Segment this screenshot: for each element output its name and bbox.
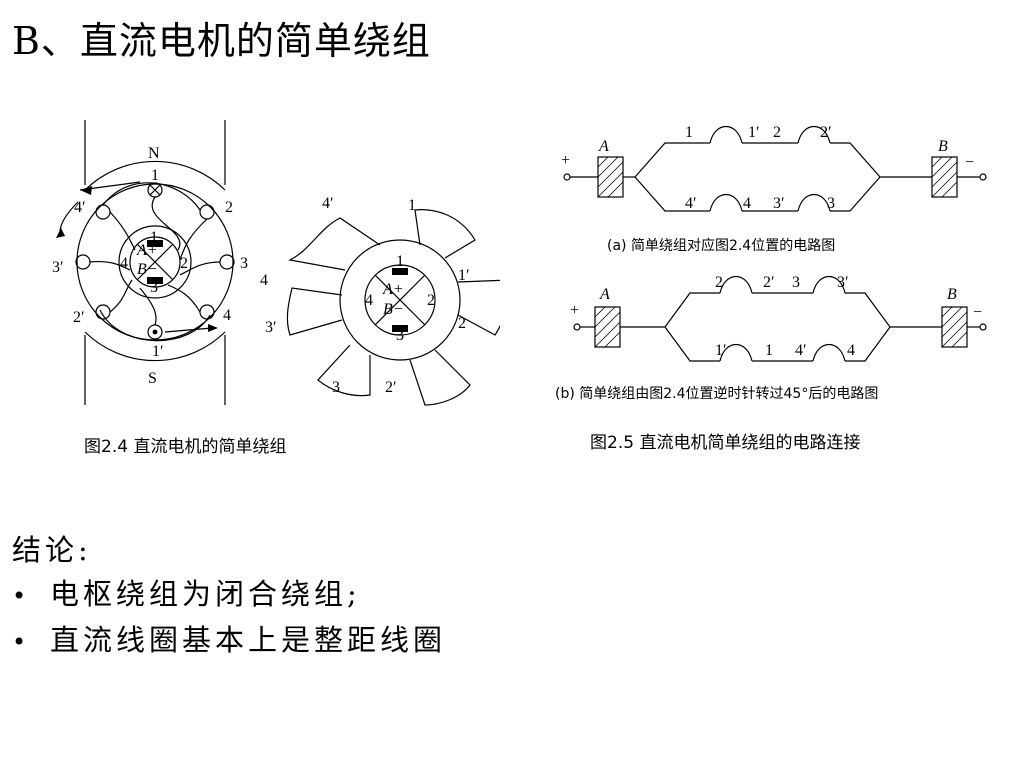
bullet-mark: • — [12, 628, 31, 656]
conclusion-item: • 直流线圈基本上是整距线圈 — [12, 618, 446, 664]
coil-label: 4′ — [795, 342, 807, 359]
coil-label: 1 — [685, 124, 693, 141]
segment-label: 4 — [120, 255, 128, 272]
minus-terminal-label: − — [973, 304, 982, 321]
coil-label: 3 — [332, 379, 340, 396]
winding-diagram: N S 1 2 3 4 4′ 3′ 2′ 1′ A+ B− 1 2 3 4 1 … — [52, 120, 500, 406]
coil-label: 1 — [408, 197, 416, 214]
figure-caption-right: 图2.5 直流电机简单绕组的电路连接 — [590, 433, 861, 453]
subcaption-b: (b) 简单绕组由图2.4位置逆时针转过45°后的电路图 — [555, 385, 878, 402]
brush-a-label: A — [598, 138, 609, 155]
coil-label: 4 — [260, 272, 268, 289]
coil-label: 3′ — [837, 274, 849, 291]
coil-label: 1 — [151, 167, 159, 184]
conclusion-item-text: 电枢绕组为闭合绕组; — [50, 577, 361, 611]
segment-label: 1 — [396, 253, 404, 270]
minus-terminal-label: − — [965, 154, 974, 171]
figure-simple-winding: N S 1 2 3 4 4′ 3′ 2′ 1′ A+ B− 1 2 3 4 1 … — [40, 110, 500, 415]
brush-a-label: A — [599, 286, 610, 303]
coil-label: 2′ — [73, 309, 85, 326]
coil-label: 3 — [240, 255, 248, 272]
segment-label: 3 — [396, 327, 404, 344]
coil-label: 2 — [458, 315, 466, 332]
plus-terminal-label: + — [561, 152, 570, 169]
coil-label: 2′ — [763, 274, 775, 291]
coil-label: 4 — [223, 307, 231, 324]
conclusion-item-text: 直流线圈基本上是整距线圈 — [50, 623, 447, 657]
circuit-diagram: + A B − 1 1′ 2 2′ 4′ 4 3′ 3 (a) 简单绕组对应图2… — [555, 124, 987, 402]
coil-label: 1 — [765, 342, 773, 359]
label-north-pole: N — [148, 145, 160, 162]
segment-label: 1 — [150, 229, 158, 246]
coil-label: 1′ — [715, 342, 727, 359]
coil-label: 1′ — [748, 124, 760, 141]
figure-caption-left: 图2.4 直流电机的简单绕组 — [84, 437, 287, 457]
coil-label: 2 — [225, 199, 233, 216]
coil-label: 4′ — [74, 199, 86, 216]
coil-label: 3 — [792, 274, 800, 291]
coil-label: 4 — [847, 342, 855, 359]
coil-label: 1′ — [152, 343, 164, 360]
segment-label: 3 — [150, 279, 158, 296]
bullet-mark: • — [12, 582, 31, 610]
subcaption-a: (a) 简单绕组对应图2.4位置的电路图 — [607, 237, 835, 254]
brush-b-label: B — [947, 286, 957, 303]
coil-label: 3′ — [52, 259, 64, 276]
coil-label: 3′ — [265, 319, 277, 336]
segment-label: 2 — [180, 255, 188, 272]
coil-label: 3 — [827, 195, 835, 212]
figure-circuit-connection: + A B − 1 1′ 2 2′ 4′ 4 3′ 3 (a) 简单绕组对应图2… — [555, 115, 1015, 410]
brush-b-label: B− — [383, 301, 404, 318]
coil-label: 4 — [743, 195, 751, 212]
segment-label: 2 — [427, 292, 435, 309]
coil-label: 2′ — [820, 124, 832, 141]
coil-label: 4′ — [322, 195, 334, 212]
conclusion-item: • 电枢绕组为闭合绕组; — [12, 572, 446, 618]
coil-label: 2 — [715, 274, 723, 291]
segment-label: 4 — [365, 292, 373, 309]
brush-a-label: A+ — [136, 242, 158, 259]
coil-label: 3′ — [773, 195, 785, 212]
coil-label: 2′ — [385, 379, 397, 396]
coil-label: 1′ — [458, 267, 470, 284]
brush-b-label: B — [938, 138, 948, 155]
label-south-pole: S — [148, 370, 157, 387]
brush-b-label: B− — [137, 261, 158, 278]
conclusion-block: 结论: • 电枢绕组为闭合绕组; • 直流线圈基本上是整距线圈 — [12, 528, 446, 664]
coil-label: 4′ — [685, 195, 697, 212]
brush-a-label: A+ — [382, 281, 404, 298]
slide-title: B、直流电机的简单绕组 — [12, 19, 431, 63]
plus-terminal-label: + — [570, 302, 579, 319]
coil-label: 2 — [773, 124, 781, 141]
conclusion-heading: 结论: — [12, 533, 92, 567]
